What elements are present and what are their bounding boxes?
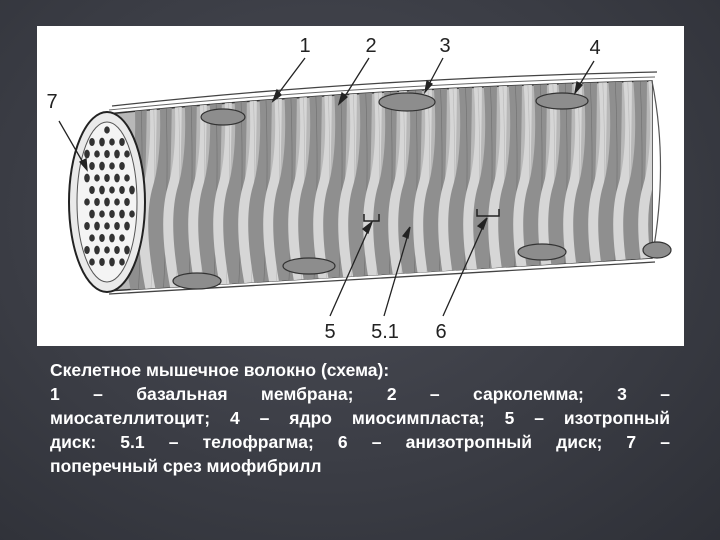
- label-3: 3: [439, 35, 450, 57]
- myofibril-dot: [94, 245, 100, 255]
- myofibril-dot: [119, 162, 125, 170]
- myofibril-dot: [119, 234, 125, 242]
- z-line: [362, 81, 368, 291]
- myofibril-dot: [99, 258, 105, 266]
- label-2: 2: [365, 35, 376, 57]
- myofibril-dot: [119, 186, 125, 194]
- myofibril-dot: [129, 210, 135, 218]
- myofibril-dot: [104, 197, 110, 207]
- myofibril-dot: [84, 246, 90, 254]
- anisotropic-disc-marker: [476, 209, 500, 217]
- label-1: 1: [299, 35, 310, 57]
- figure-caption: Скелетное мышечное волокно (схема): 1 – …: [50, 358, 670, 478]
- myofibril-dot: [109, 233, 115, 243]
- myofibril-dot: [89, 186, 95, 194]
- label-5-1: 5.1: [371, 321, 399, 343]
- myonucleus: [517, 243, 567, 261]
- myofibril-dot: [114, 198, 120, 206]
- myofibril-dot: [129, 185, 135, 195]
- isotropic-disc-marker: [363, 214, 380, 222]
- myofibril-dot: [89, 234, 95, 242]
- myofibril-dot: [124, 150, 130, 158]
- myofibril-dot: [114, 246, 120, 254]
- myofibril-dot: [114, 149, 120, 159]
- myofibril-dot: [84, 173, 90, 183]
- myofibril-dot: [84, 198, 90, 206]
- caption-line: диск: 5.1 – телофрагма; 6 – анизотропный…: [50, 432, 670, 452]
- myofibril-dot: [84, 222, 90, 230]
- myofibril-dot: [109, 162, 115, 170]
- myofibril-dot: [114, 222, 120, 230]
- myonucleus: [535, 92, 589, 110]
- myofibril-dot: [104, 222, 110, 230]
- myofibril-dot: [94, 150, 100, 158]
- myofibril-dot: [89, 258, 95, 266]
- myofibril-dot: [119, 258, 125, 266]
- myonucleus: [642, 241, 672, 259]
- myofibril-dot: [99, 210, 105, 218]
- myonucleus: [200, 108, 246, 126]
- cross-striations: [123, 66, 684, 306]
- myofibril-dot: [84, 149, 90, 159]
- basal-membrane-bottom: [108, 261, 656, 295]
- caption-line: Скелетное мышечное волокно (схема):: [50, 360, 390, 380]
- myofibril-dot: [124, 221, 130, 231]
- label-6: 6: [435, 321, 446, 343]
- myofibril-dot: [94, 198, 100, 206]
- myonucleus: [172, 272, 222, 290]
- myofibril-dot: [124, 198, 130, 206]
- label-4: 4: [589, 37, 600, 59]
- myofibril-dot: [119, 138, 125, 146]
- myofibril-dot: [109, 257, 115, 267]
- myofibril-dot: [124, 245, 130, 255]
- myofibril-dot: [104, 150, 110, 158]
- myofibril-dot: [109, 138, 115, 146]
- myofibril-cross-section: [68, 111, 146, 293]
- myofibril-dot: [109, 186, 115, 194]
- myofibril-dot: [99, 137, 105, 147]
- basal-membrane: [111, 71, 658, 107]
- myofibril-dot: [104, 174, 110, 182]
- myofibril-dot: [99, 161, 105, 171]
- label-7: 7: [46, 91, 57, 113]
- myofibril-dot: [99, 234, 105, 242]
- myofibril-dot: [94, 174, 100, 182]
- leader-lines: [58, 57, 595, 317]
- figure-panel: 1 2 3 4 7 5 5.1 6: [37, 26, 684, 346]
- myonucleus: [282, 257, 336, 275]
- myofibril-dot: [109, 210, 115, 218]
- z-line: [675, 66, 680, 306]
- myofibril-dot: [124, 174, 130, 182]
- caption-line: поперечный срез миофибрилл: [50, 456, 322, 476]
- fiber-body: [106, 66, 684, 306]
- isotropic-band: [663, 66, 684, 306]
- myofibril-dot: [94, 221, 100, 231]
- label-5: 5: [324, 321, 335, 343]
- caption-line: миосателлитоцит; 4 – ядро миосимпласта; …: [50, 408, 670, 428]
- nuclei: [172, 92, 672, 290]
- myofibril-dot: [99, 185, 105, 195]
- caption-line: 1 – базальная мембрана; 2 – сарколемма; …: [50, 384, 670, 404]
- myofibril-dot: [119, 209, 125, 219]
- myofibril-dot: [104, 126, 110, 134]
- myofibril-dot: [89, 138, 95, 146]
- myofibril-dot: [89, 162, 95, 170]
- myofibril-dot: [104, 246, 110, 254]
- myofibril-dot: [114, 173, 120, 183]
- sarcolemma: [108, 76, 656, 111]
- muscle-fiber-diagram: 1 2 3 4 7 5 5.1 6: [46, 35, 684, 343]
- myofibril-dot: [89, 209, 95, 219]
- z-line: [663, 66, 668, 306]
- myosatellite-cell: [378, 92, 436, 112]
- z-line: [387, 81, 393, 291]
- isotropic-band: [638, 81, 652, 291]
